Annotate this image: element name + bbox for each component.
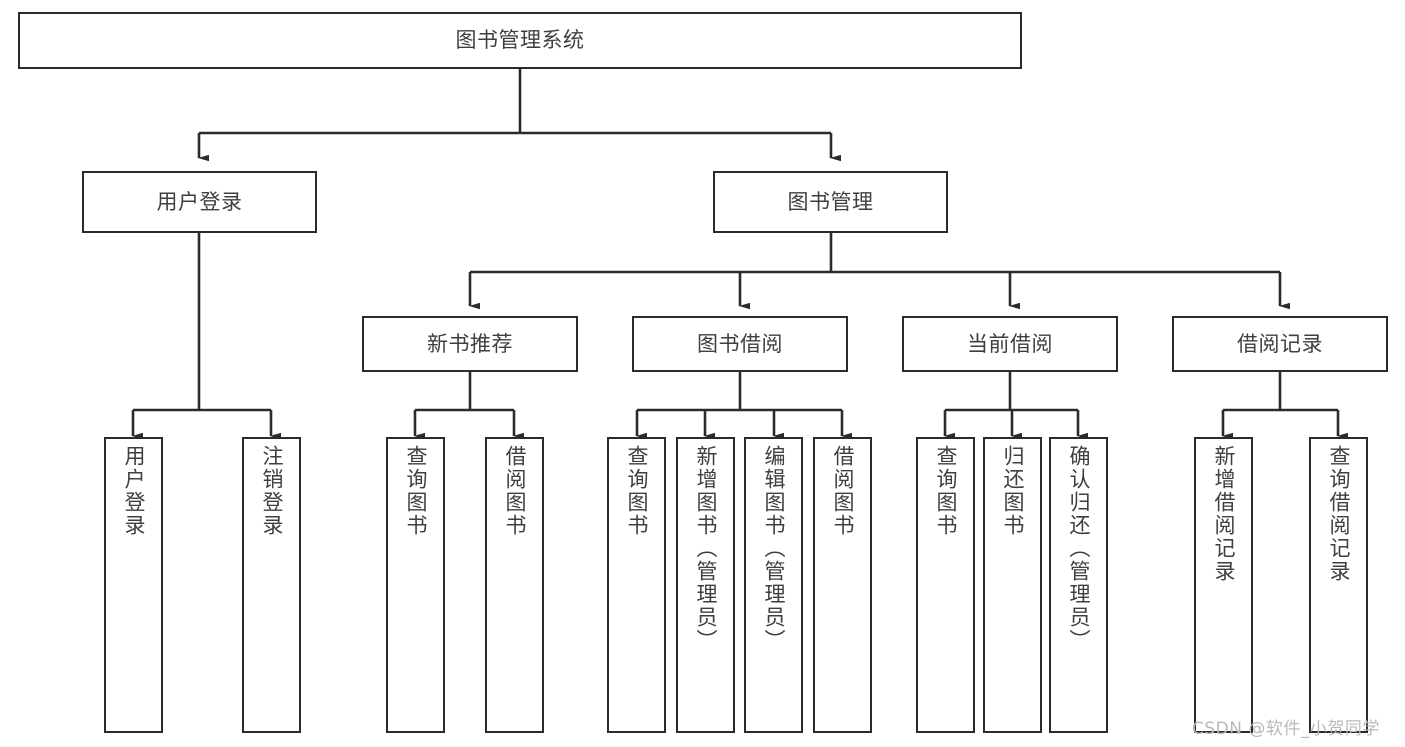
leaf-record-add[interactable]: 新增借阅记录 (1194, 437, 1253, 733)
leaf-borrow-add-book-label: 新增图书（管理员） (694, 445, 718, 652)
node-borrow-records-label: 借阅记录 (1237, 331, 1323, 356)
leaf-current-confirm-return[interactable]: 确认归还（管理员） (1049, 437, 1108, 733)
node-root-label: 图书管理系统 (455, 28, 585, 53)
leaf-record-query[interactable]: 查询借阅记录 (1309, 437, 1368, 733)
leaf-current-query-book[interactable]: 查询图书 (916, 437, 975, 733)
node-book-borrow-label: 图书借阅 (697, 331, 783, 356)
leaf-borrow-add-book[interactable]: 新增图书（管理员） (676, 437, 735, 733)
node-current-borrow-label: 当前借阅 (967, 331, 1053, 356)
node-current-borrow[interactable]: 当前借阅 (902, 316, 1118, 372)
node-user-login-label: 用户登录 (156, 189, 243, 214)
node-book-borrow[interactable]: 图书借阅 (632, 316, 848, 372)
leaf-current-confirm-return-label: 确认归还（管理员） (1067, 445, 1091, 652)
leaf-new-book-borrow-label: 借阅图书 (503, 445, 527, 537)
leaf-user-login-label: 用户登录 (122, 445, 146, 537)
leaf-user-login[interactable]: 用户登录 (104, 437, 163, 733)
leaf-borrow-edit-book-label: 编辑图书（管理员） (762, 445, 786, 652)
node-root[interactable]: 图书管理系统 (18, 12, 1022, 69)
leaf-current-return-book-label: 归还图书 (1001, 445, 1025, 537)
leaf-record-query-label: 查询借阅记录 (1327, 445, 1351, 583)
leaf-current-return-book[interactable]: 归还图书 (983, 437, 1042, 733)
node-user-login[interactable]: 用户登录 (82, 171, 317, 233)
leaf-new-book-query[interactable]: 查询图书 (386, 437, 445, 733)
node-new-book-recommend[interactable]: 新书推荐 (362, 316, 578, 372)
node-book-management-label: 图书管理 (787, 189, 874, 214)
leaf-borrow-edit-book[interactable]: 编辑图书（管理员） (744, 437, 803, 733)
leaf-borrow-borrow-book-label: 借阅图书 (831, 445, 855, 537)
leaf-logout-label: 注销登录 (260, 445, 284, 537)
leaf-record-add-label: 新增借阅记录 (1212, 445, 1236, 583)
node-book-management[interactable]: 图书管理 (713, 171, 948, 233)
leaf-borrow-borrow-book[interactable]: 借阅图书 (813, 437, 872, 733)
leaf-new-book-borrow[interactable]: 借阅图书 (485, 437, 544, 733)
leaf-new-book-query-label: 查询图书 (404, 445, 428, 537)
leaf-logout[interactable]: 注销登录 (242, 437, 301, 733)
node-borrow-records[interactable]: 借阅记录 (1172, 316, 1388, 372)
leaf-borrow-query-book[interactable]: 查询图书 (607, 437, 666, 733)
node-new-book-recommend-label: 新书推荐 (427, 331, 513, 356)
leaf-current-query-book-label: 查询图书 (934, 445, 958, 537)
leaf-borrow-query-book-label: 查询图书 (625, 445, 649, 537)
